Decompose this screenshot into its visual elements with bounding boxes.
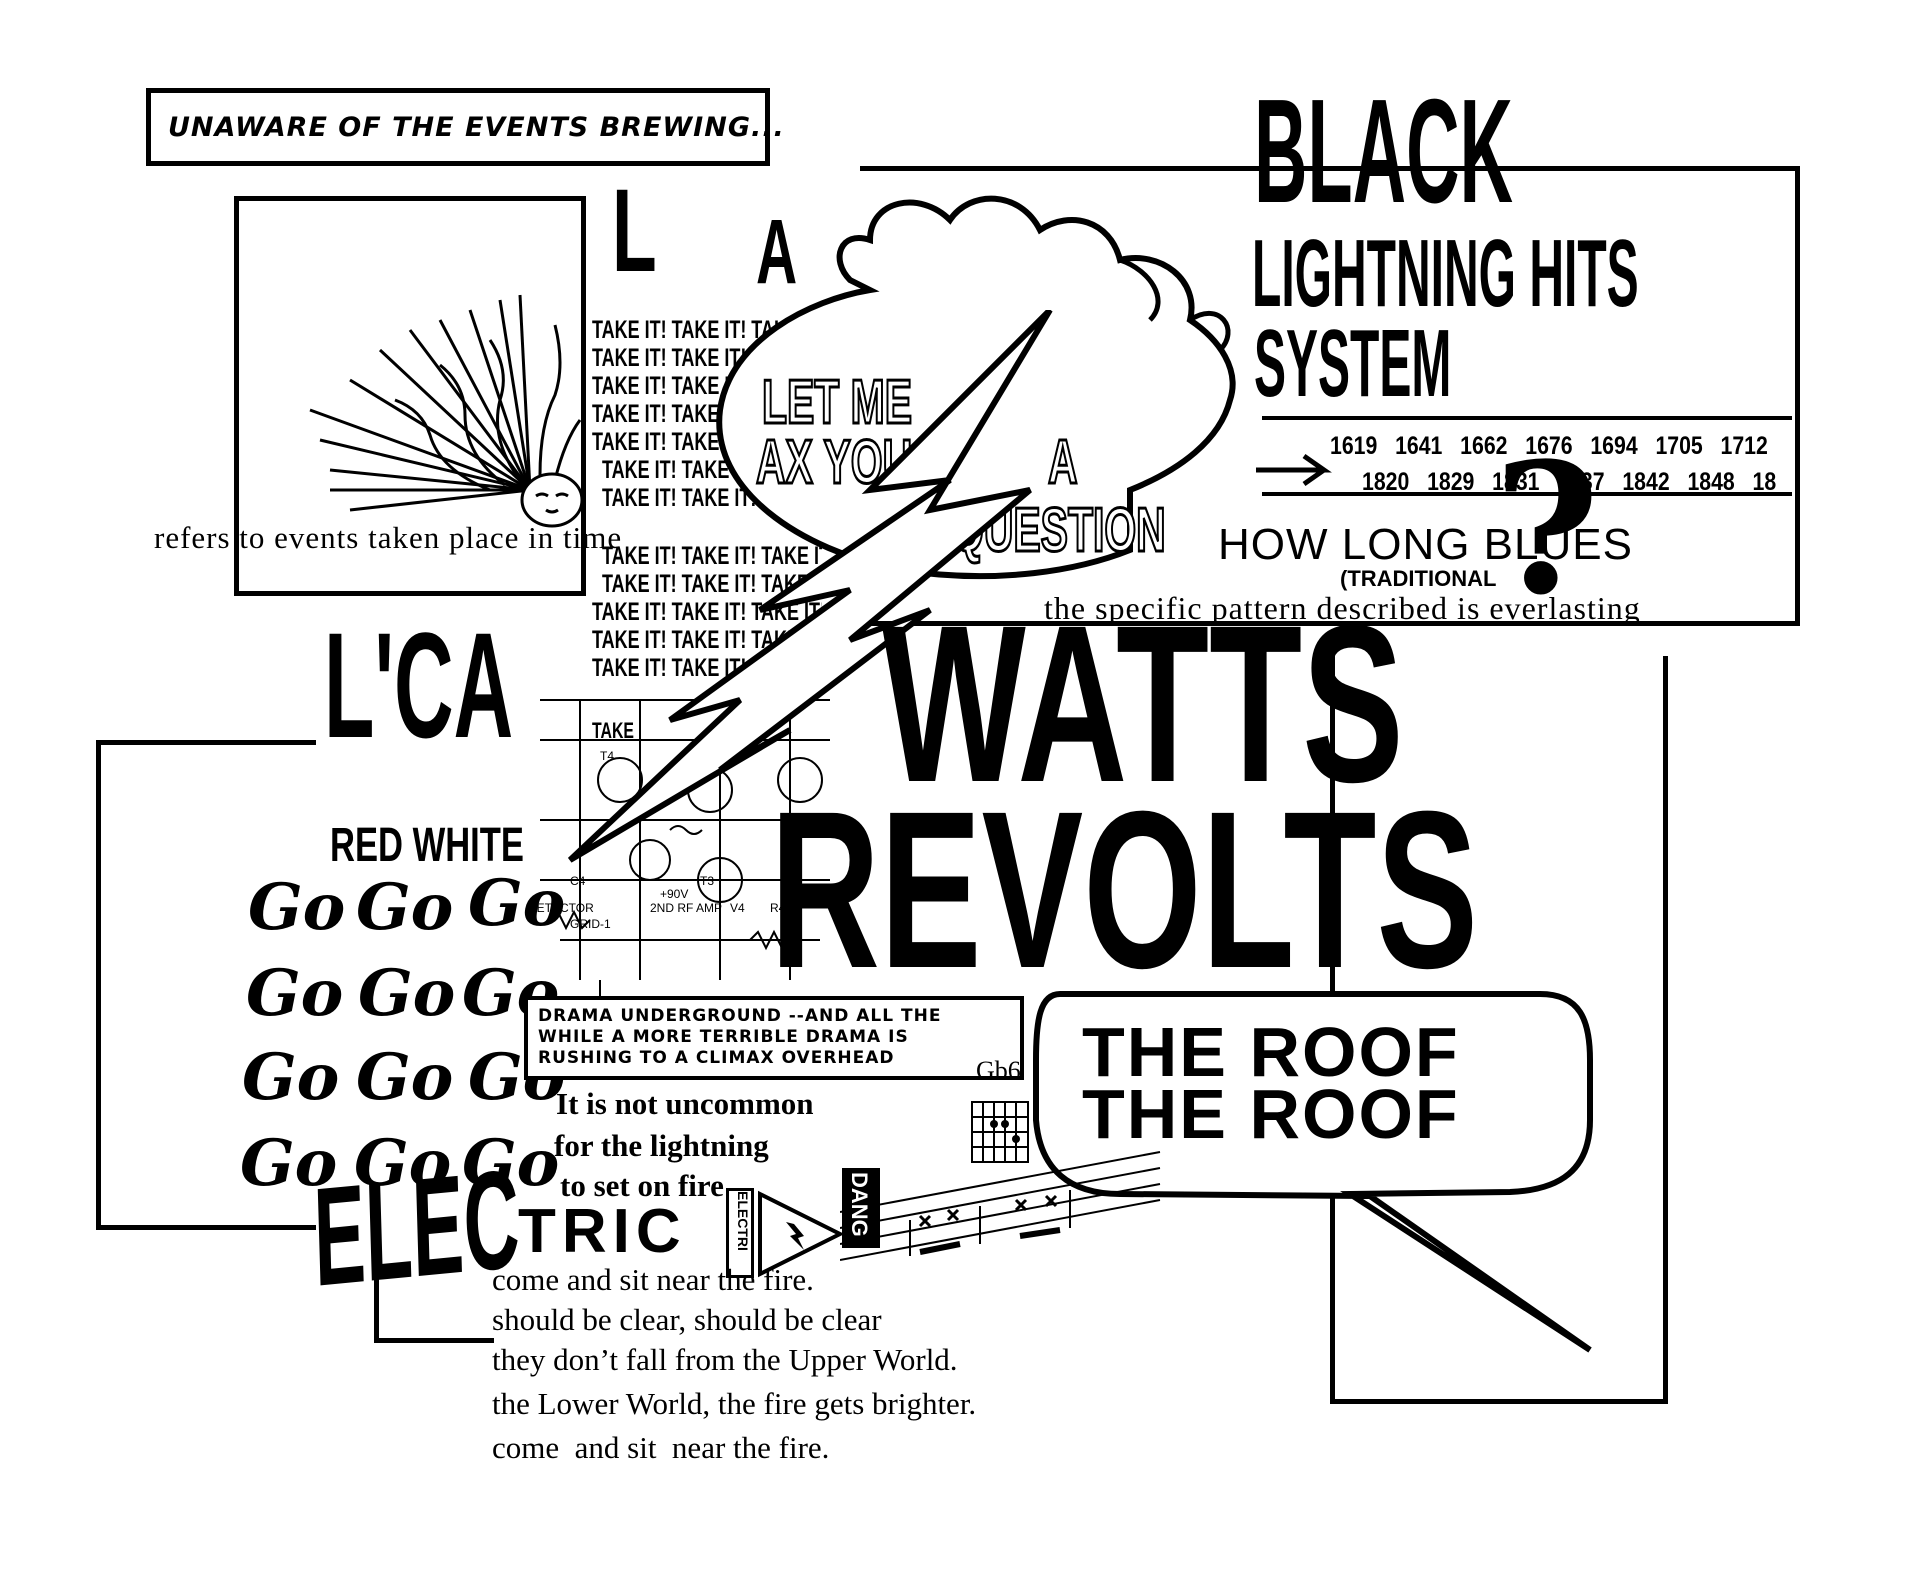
go-word: Go	[462, 1126, 560, 1201]
right-top-frame	[860, 166, 1800, 626]
guitar-staff	[840, 1151, 1161, 1261]
electric-big: ELEC	[311, 1139, 522, 1316]
revolts-heading: REVOLTS	[770, 765, 1479, 1015]
poem-line: come and sit near the fire.	[492, 1262, 814, 1297]
drama-caption-text: DRAMA UNDERGROUND --AND ALL THE WHILE A …	[538, 1006, 942, 1068]
take-partial: TAKE	[592, 718, 634, 743]
circuit-label-r4: R4	[770, 901, 786, 915]
go-word: Go	[468, 866, 566, 941]
year: 1831	[1492, 468, 1540, 496]
how-long-blues: HOW LONG BLUES	[1218, 520, 1633, 569]
left-frame-side-stub	[374, 1270, 379, 1342]
headline-lightning-hits: LIGHTNING HITS	[1252, 220, 1639, 327]
year: 1641	[1395, 432, 1443, 460]
poem-line: should be clear, should be clear	[492, 1302, 882, 1337]
letter-l: L	[612, 165, 657, 297]
bubble-let-me: LET ME	[761, 368, 913, 437]
sun-caption: refers to events taken place in time	[154, 520, 623, 555]
electric-vertical: ELECTRI	[726, 1188, 754, 1278]
go-word: Go	[358, 956, 456, 1031]
year: 1705	[1655, 432, 1703, 460]
go-word: Go	[356, 870, 454, 945]
go-word: Go	[242, 1040, 340, 1115]
year: 1676	[1525, 432, 1573, 460]
year: 1829	[1427, 468, 1475, 496]
left-frame-bottom-stub	[374, 1338, 494, 1343]
circuit-label-rf-amp: 2ND RF AMP	[650, 901, 722, 915]
red-white: RED WHITE	[330, 819, 524, 872]
drama-caption-box: DRAMA UNDERGROUND --AND ALL THE WHILE A …	[524, 996, 1024, 1080]
year: 1662	[1460, 432, 1508, 460]
caption-box-top	[146, 88, 770, 166]
go-word: Go	[248, 870, 346, 945]
bubble-a: A	[1047, 428, 1079, 497]
year: 1820	[1362, 468, 1410, 496]
chord-label: Gb6	[976, 1056, 1021, 1085]
year: 18	[1752, 468, 1777, 496]
lightning-text-3: to set on fire	[560, 1168, 724, 1203]
chord-diagram	[971, 1101, 1029, 1163]
electric-small: TRIC	[518, 1197, 687, 1266]
circuit-label-grid: GRID-1	[570, 917, 611, 931]
question-mark: ?	[1494, 424, 1600, 635]
headline-system: SYSTEM	[1254, 310, 1452, 417]
circuit-label-t4: T4	[600, 749, 614, 763]
year: 1694	[1590, 432, 1638, 460]
loca-letters: L'CA	[324, 601, 514, 769]
go-word: Go	[246, 956, 344, 1031]
electric-arrow-icon	[758, 1190, 845, 1278]
go-word: Go	[240, 1126, 338, 1201]
specific-pattern-text: the specific pattern described is everla…	[1044, 590, 1641, 626]
sun-illustration	[309, 294, 584, 528]
dang-text: DANG	[847, 1172, 872, 1237]
circuit-label-c4: C4	[570, 874, 586, 888]
dang-tag: DANG	[842, 1168, 880, 1248]
roof-line-2: THE ROOF	[1082, 1075, 1460, 1153]
go-word: Go	[354, 1126, 452, 1201]
years-band-rule-bottom	[1262, 492, 1792, 496]
arrow-icon	[1256, 453, 1332, 487]
letter-a: A	[756, 201, 798, 303]
left-frame	[96, 740, 316, 1230]
roof-speech-bubble	[1033, 991, 1593, 1353]
sun-panel-frame	[234, 196, 586, 596]
circuit-label-90v: +90V	[660, 887, 688, 901]
lightning-text-2: for the lightning	[554, 1128, 769, 1163]
roof-line-1: THE ROOF	[1082, 1013, 1460, 1091]
go-word: Go	[356, 1040, 454, 1115]
traditional-label: (TRADITIONAL	[1340, 566, 1497, 591]
poem-line: come and sit near the fire.	[492, 1430, 830, 1465]
years-row-1: 1619 1641 1662 1676 1694 1705 1712	[1330, 432, 1768, 461]
lightning-text-1: It is not uncommon	[556, 1086, 814, 1121]
years-band-rule-top	[1262, 416, 1792, 420]
year: 1842	[1622, 468, 1670, 496]
watts-heading: WATTS	[882, 579, 1404, 829]
year: 1619	[1330, 432, 1378, 460]
circuit-label-t3: T3	[700, 874, 714, 888]
circuit-label-v4: V4	[730, 901, 745, 915]
year: 1848	[1687, 468, 1735, 496]
headline-black: BLACK	[1254, 69, 1513, 234]
year: 1712	[1720, 432, 1768, 460]
take-it-line: TAKE IT! TAKE IT! TAKE IT!	[602, 542, 822, 570]
caption-unaware: UNAWARE OF THE EVENTS BREWING...	[168, 112, 785, 143]
poem-line: they don’t fall from the Upper World.	[492, 1342, 958, 1377]
lightning-bolt-icon	[567, 310, 1053, 863]
circuit-label-detector: DETECTOR	[528, 901, 594, 915]
year: 1837	[1557, 468, 1605, 496]
years-row-2: 1820 1829 1831 1837 1842 1848 18	[1362, 468, 1776, 497]
poem-line: the Lower World, the fire gets brighter.	[492, 1386, 977, 1421]
